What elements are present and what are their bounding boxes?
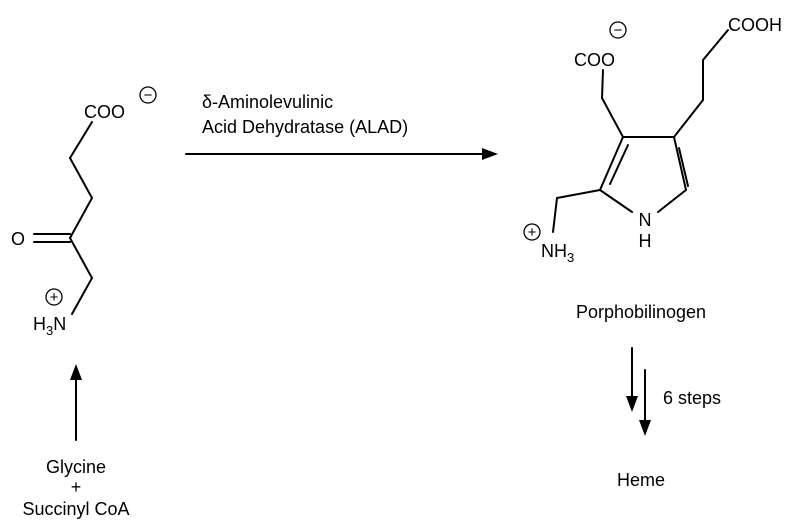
pbg-bond bbox=[673, 99, 704, 138]
precursor-arrow bbox=[70, 364, 82, 441]
positive-charge-symbol: + bbox=[528, 224, 537, 241]
arrowhead-icon bbox=[70, 364, 82, 380]
ala-carbonyl-oxygen-label: O bbox=[11, 229, 25, 249]
negative-charge-symbol: − bbox=[144, 87, 153, 104]
pbg-ring-bond bbox=[657, 189, 687, 213]
pbg-molecule: COO − COOH N H + NH3 Porphobilinogen bbox=[523, 15, 782, 322]
arrowhead-icon bbox=[639, 420, 651, 436]
ala-bond bbox=[69, 237, 93, 279]
pbg-ring-bond bbox=[609, 144, 629, 185]
reaction-arrow bbox=[185, 148, 498, 160]
pbg-ring-bond bbox=[599, 136, 624, 191]
pbg-amine-subscript: 3 bbox=[567, 250, 574, 265]
steps-label: 6 steps bbox=[663, 388, 721, 408]
pbg-bond bbox=[702, 29, 729, 61]
ala-bond bbox=[71, 277, 93, 315]
pbg-bond bbox=[552, 197, 558, 233]
positive-charge-icon bbox=[45, 288, 63, 306]
ala-amine-subscript: 3 bbox=[46, 323, 53, 338]
ala-bond bbox=[69, 121, 93, 159]
ala-carboxylate-label: COO bbox=[84, 102, 125, 122]
pbg-ring-bond bbox=[673, 136, 687, 191]
ala-bond bbox=[69, 157, 93, 199]
pbg-cooh-label: COOH bbox=[728, 15, 782, 35]
heme-label: Heme bbox=[617, 470, 665, 490]
positive-charge-icon bbox=[523, 223, 541, 241]
ala-amine-h: H bbox=[33, 314, 46, 334]
pbg-amine-nh: NH bbox=[541, 241, 567, 261]
negative-charge-symbol: − bbox=[614, 22, 623, 39]
pbg-ring-nitrogen-label: N bbox=[639, 210, 652, 230]
precursor-plus: + bbox=[71, 477, 82, 497]
enzyme-label: δ-Aminolevulinic Acid Dehydratase (ALAD) bbox=[202, 92, 408, 137]
arrowhead-icon bbox=[482, 148, 498, 160]
pbg-bond bbox=[556, 189, 601, 199]
precursor-succinyl-coa: Succinyl CoA bbox=[22, 499, 129, 519]
multi-step-arrows bbox=[626, 347, 651, 436]
pbg-name-label: Porphobilinogen bbox=[576, 302, 706, 322]
pbg-amine-label: NH3 bbox=[541, 241, 574, 265]
pbg-ring-bond bbox=[599, 189, 633, 213]
pbg-bond bbox=[601, 97, 624, 138]
ala-bond bbox=[69, 197, 93, 239]
arrowhead-icon bbox=[626, 396, 638, 412]
ala-molecule: COO − O + H3N bbox=[11, 86, 157, 338]
negative-charge-icon bbox=[609, 21, 627, 39]
pbg-bond bbox=[601, 69, 604, 99]
precursor-glycine: Glycine bbox=[46, 457, 106, 477]
positive-charge-symbol: + bbox=[50, 289, 59, 306]
enzyme-line-1: δ-Aminolevulinic bbox=[202, 92, 333, 112]
precursors: Glycine + Succinyl CoA bbox=[22, 457, 129, 519]
ala-amine-n: N bbox=[53, 314, 66, 334]
pbg-carboxylate-label: COO bbox=[574, 50, 615, 70]
pbg-ring-hydrogen-label: H bbox=[639, 231, 652, 251]
pbg-ring-bond bbox=[678, 147, 689, 187]
negative-charge-icon bbox=[139, 86, 157, 104]
enzyme-line-2: Acid Dehydratase (ALAD) bbox=[202, 117, 408, 137]
ala-amine-label: H3N bbox=[33, 314, 66, 338]
